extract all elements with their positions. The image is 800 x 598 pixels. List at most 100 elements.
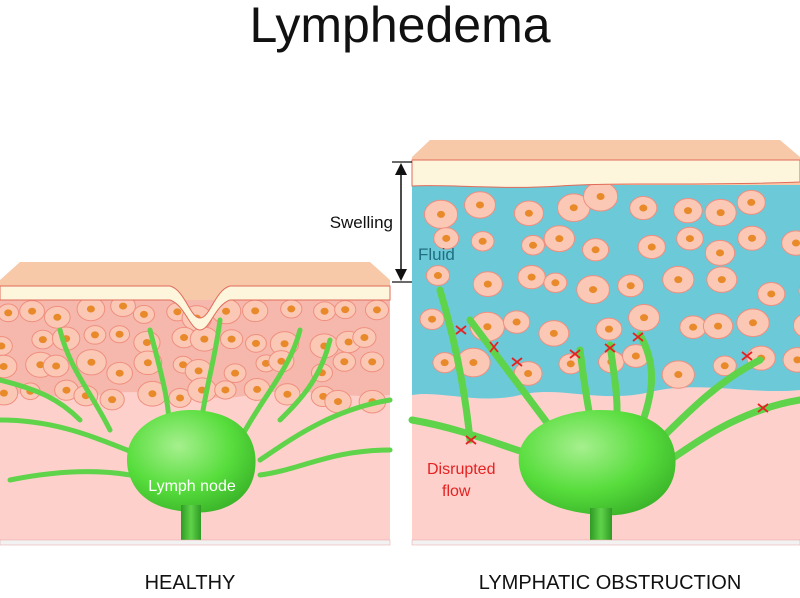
healthy-node-stem (181, 505, 201, 545)
cell-nucleus (334, 398, 343, 406)
cell-nucleus (36, 361, 45, 369)
arrow-up-icon (395, 163, 407, 175)
obstruction-panel: Fluid Disrupted flow (408, 140, 800, 546)
cell-nucleus (793, 356, 800, 364)
cell-nucleus (222, 307, 231, 315)
blockage-x-icon (741, 351, 753, 361)
blockage-x-icon (455, 325, 467, 335)
cell-nucleus (148, 390, 157, 398)
cell-nucleus (748, 319, 757, 327)
cell-nucleus (179, 361, 188, 369)
cell-nucleus (767, 290, 776, 298)
blockage-x-icon (465, 435, 477, 445)
cell-nucleus (108, 396, 117, 404)
cell (792, 314, 800, 337)
cell-nucleus (591, 246, 600, 254)
healthy-panel: Lymph node (0, 262, 393, 546)
cell-nucleus (674, 276, 683, 284)
blockage-x-icon (489, 341, 499, 353)
cell-nucleus (569, 204, 578, 212)
cell-nucleus (200, 335, 209, 343)
cell-nucleus (748, 234, 757, 242)
cell-nucleus (38, 336, 47, 344)
cell-nucleus (283, 390, 292, 398)
cell-nucleus (368, 358, 377, 366)
cell-nucleus (277, 357, 286, 365)
cell-nucleus (143, 359, 152, 367)
cell-nucleus (483, 280, 492, 288)
blockage-markers (455, 325, 769, 445)
cell-nucleus (714, 322, 723, 330)
obstruction-cells (419, 185, 800, 389)
blockage-x-icon (569, 349, 581, 359)
cell-nucleus (344, 338, 353, 346)
cell-nucleus (90, 331, 99, 339)
cell-nucleus (194, 367, 203, 375)
cell-nucleus (527, 273, 536, 281)
cell-nucleus (320, 307, 329, 315)
cell-nucleus (792, 239, 800, 247)
obstruction-base (411, 539, 800, 546)
cell-nucleus (142, 339, 151, 347)
healthy-lymph-node (126, 410, 256, 513)
healthy-lymph-vessels (0, 317, 393, 483)
cell (0, 354, 18, 379)
blockage-x-icon (632, 332, 644, 342)
cell-nucleus (0, 342, 6, 350)
cell-nucleus (647, 243, 656, 251)
cell-nucleus (674, 371, 683, 379)
obstruction-lymph-node (518, 410, 676, 516)
cell-nucleus (433, 272, 442, 280)
cell-nucleus (747, 198, 756, 206)
blockage-x-icon (604, 343, 616, 353)
cell-nucleus (221, 386, 230, 394)
cell-nucleus (685, 235, 694, 243)
healthy-skin-band (0, 285, 391, 331)
cell-nucleus (717, 276, 726, 284)
cell-nucleus (716, 249, 725, 257)
cell-nucleus (360, 334, 369, 342)
cell-nucleus (428, 315, 437, 323)
cell-nucleus (280, 340, 289, 348)
obstruction-caption: LYMPHATIC OBSTRUCTION (478, 572, 742, 594)
cell-nucleus (524, 369, 533, 377)
cell-nucleus (626, 282, 635, 290)
cell-nucleus (173, 308, 182, 316)
cell-nucleus (483, 323, 492, 331)
disrupted-label-line2: flow (442, 483, 471, 500)
cell-nucleus (524, 209, 533, 217)
cell-nucleus (287, 305, 296, 313)
cell-nucleus (52, 362, 61, 370)
cell-nucleus (0, 389, 8, 397)
cell (781, 230, 800, 256)
diagram-title: Lymphedema (249, 0, 551, 53)
swelling-label: Swelling (330, 213, 393, 232)
cell-nucleus (139, 310, 148, 318)
cell-nucleus (437, 210, 446, 218)
cell-nucleus (720, 362, 729, 370)
arrow-down-icon (395, 269, 407, 281)
blockage-x-icon (757, 403, 769, 413)
obstruction-skin-band (411, 159, 800, 188)
cell (782, 347, 800, 373)
cell-nucleus (440, 359, 449, 367)
cell-nucleus (53, 313, 62, 321)
cell-nucleus (28, 307, 37, 315)
cell-nucleus (716, 209, 725, 217)
cell-nucleus (261, 359, 270, 367)
cell-nucleus (475, 201, 484, 209)
cell-nucleus (0, 363, 8, 371)
cell-nucleus (469, 359, 478, 367)
cell-nucleus (684, 207, 693, 215)
cell-nucleus (87, 358, 96, 366)
cell-nucleus (640, 314, 649, 322)
cell-nucleus (604, 325, 613, 333)
cell-nucleus (631, 352, 640, 360)
cell-nucleus (372, 306, 381, 314)
cell-nucleus (227, 335, 236, 343)
cell-nucleus (639, 204, 648, 212)
cell-nucleus (62, 386, 71, 394)
cell-nucleus (551, 279, 560, 287)
cell-nucleus (555, 235, 564, 243)
cell-nucleus (478, 237, 487, 245)
